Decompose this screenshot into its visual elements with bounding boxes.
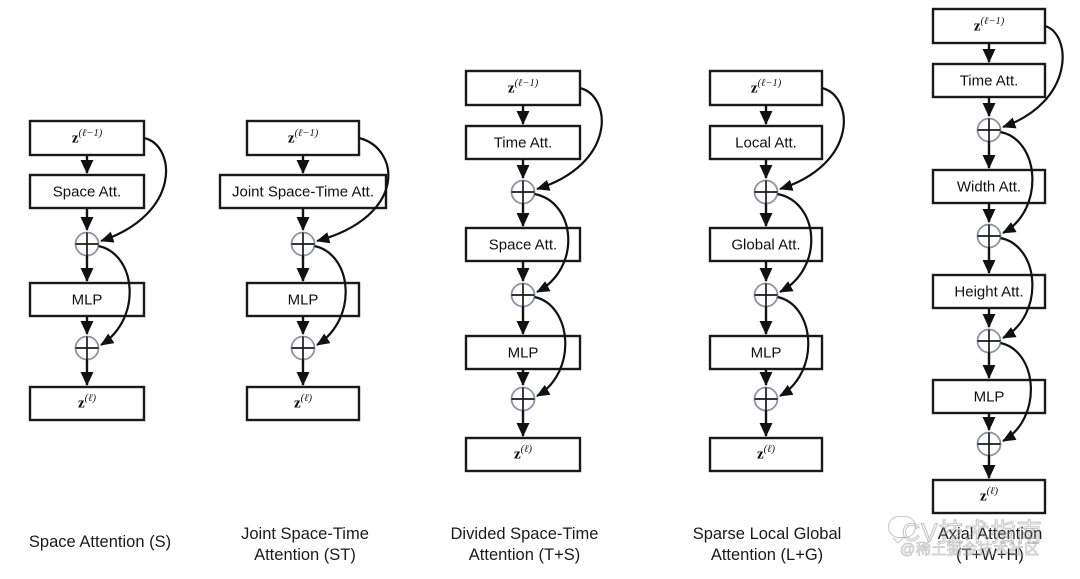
add-node-1 xyxy=(510,179,536,205)
box-local-att: Local Att. xyxy=(708,124,824,161)
column-space-attention: z(ℓ−1) Space Att. MLP xyxy=(28,119,168,422)
box-rect-input xyxy=(931,7,1047,45)
box-rect-space-att xyxy=(28,173,146,210)
residual-curve-2 xyxy=(1000,130,1034,234)
box-rect-output xyxy=(28,385,146,422)
box-mlp: MLP xyxy=(245,281,361,318)
box-time-att: Time Att. xyxy=(464,124,582,161)
residual-curve-2 xyxy=(534,192,570,293)
box-mlp: MLP xyxy=(464,334,582,371)
box-label-mlp: MLP xyxy=(974,388,1005,405)
box-rect-output xyxy=(245,385,361,422)
column-axial-attention: z(ℓ−1) Time Att. Width Att. xyxy=(931,7,1064,515)
box-label-space-att: Space Att. xyxy=(489,236,557,253)
residual-curve-4 xyxy=(1000,341,1032,442)
column-divided-space-time-attention: z(ℓ−1) Time Att. Space Att. xyxy=(464,69,603,473)
box-space-att: Space Att. xyxy=(464,226,582,263)
add-node-4 xyxy=(976,431,1002,457)
box-joint-space-time-att: Joint Space-Time Att. xyxy=(218,173,388,210)
box-rect-output xyxy=(708,436,824,473)
box-output: z(ℓ) xyxy=(245,385,361,422)
box-rect-height-att xyxy=(931,273,1047,310)
box-label-mlp: MLP xyxy=(751,344,782,361)
box-mlp: MLP xyxy=(931,378,1047,415)
box-output: z(ℓ) xyxy=(28,385,146,422)
residual-curve-3 xyxy=(1000,236,1034,339)
box-rect-joint-space-time-att xyxy=(218,173,388,210)
box-rect-width-att xyxy=(931,168,1047,205)
box-rect-output xyxy=(464,436,582,473)
box-input: z(ℓ−1) xyxy=(708,69,824,107)
box-rect-space-att xyxy=(464,226,582,263)
column-joint-space-time-attention: z(ℓ−1) Joint Space-Time Att. MLP xyxy=(218,119,390,422)
residual-curve-2 xyxy=(314,244,347,346)
add-node-2 xyxy=(976,223,1002,249)
caption-axial-attention: Axial Attention (T+W+H) xyxy=(937,525,1043,565)
add-node-3 xyxy=(510,386,536,412)
residual-curve-1 xyxy=(100,136,168,243)
caption-space-attention: Space Attention (S) xyxy=(28,533,172,551)
box-label-mlp: MLP xyxy=(508,344,539,361)
add-node-2 xyxy=(753,282,779,308)
box-output: z(ℓ) xyxy=(931,478,1047,515)
caption-sparse-local-global-attention: Sparse Local Global Attention (L+G) xyxy=(692,525,842,565)
box-rect-mlp xyxy=(931,378,1047,415)
box-height-att: Height Att. xyxy=(931,273,1047,310)
residual-curve-2 xyxy=(98,244,131,346)
box-rect-time-att xyxy=(464,124,582,161)
residual-curve-2 xyxy=(777,192,813,293)
box-label-height-att: Height Att. xyxy=(954,283,1023,300)
box-mlp: MLP xyxy=(28,281,146,318)
box-label-time-att: Time Att. xyxy=(494,134,553,151)
residual-curve-1 xyxy=(1002,24,1064,129)
add-node-1 xyxy=(753,179,779,205)
box-output: z(ℓ) xyxy=(464,436,582,473)
add-node-2 xyxy=(74,335,100,361)
box-rect-output xyxy=(931,478,1047,515)
box-input: z(ℓ−1) xyxy=(245,119,361,157)
residual-curve-1 xyxy=(316,136,390,244)
box-label-global-att: Global Att. xyxy=(731,236,800,253)
add-node-1 xyxy=(290,231,316,257)
column-sparse-local-global-attention: z(ℓ−1) Local Att. Global Att. xyxy=(708,69,845,473)
box-output: z(ℓ) xyxy=(708,436,824,473)
box-label-space-att: Space Att. xyxy=(53,183,121,200)
box-label-time-att: Time Att. xyxy=(960,72,1019,89)
add-node-1 xyxy=(976,117,1002,143)
box-input: z(ℓ−1) xyxy=(931,7,1047,45)
caption-divided-space-time-attention: Divided Space-Time Attention (T+S) xyxy=(450,525,599,565)
residual-curve-1 xyxy=(779,86,845,191)
add-node-1 xyxy=(74,231,100,257)
add-node-2 xyxy=(290,335,316,361)
box-width-att: Width Att. xyxy=(931,168,1047,205)
box-rect-mlp xyxy=(28,281,146,318)
box-time-att: Time Att. xyxy=(931,62,1047,99)
box-input: z(ℓ−1) xyxy=(28,119,146,157)
add-node-2 xyxy=(510,282,536,308)
residual-curve-3 xyxy=(777,295,810,397)
box-rect-local-att xyxy=(708,124,824,161)
add-node-3 xyxy=(753,386,779,412)
residual-curve-1 xyxy=(536,86,603,191)
residual-curve-3 xyxy=(534,295,567,397)
box-label-mlp: MLP xyxy=(72,291,103,308)
box-global-att: Global Att. xyxy=(708,226,824,263)
box-label-joint-space-time-att: Joint Space-Time Att. xyxy=(232,183,374,200)
box-rect-input xyxy=(708,69,824,107)
box-rect-global-att xyxy=(708,226,824,263)
box-space-att: Space Att. xyxy=(28,173,146,210)
box-input: z(ℓ−1) xyxy=(464,69,582,107)
box-rect-time-att xyxy=(931,62,1047,99)
box-label-mlp: MLP xyxy=(288,291,319,308)
box-label-width-att: Width Att. xyxy=(957,178,1021,195)
add-node-3 xyxy=(976,328,1002,354)
box-label-local-att: Local Att. xyxy=(735,134,797,151)
caption-joint-space-time-attention: Joint Space-Time Attention (ST) xyxy=(241,525,369,565)
box-rect-mlp xyxy=(464,334,582,371)
